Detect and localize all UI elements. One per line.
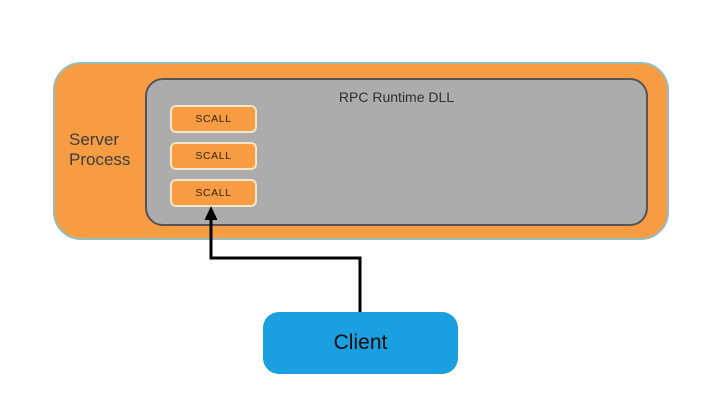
scall-box-3: SCALL (170, 179, 257, 207)
scall-box-1-label: SCALL (195, 113, 232, 125)
client-box: Client (263, 312, 458, 374)
scall-box-1: SCALL (170, 105, 257, 133)
scall-box-3-label: SCALL (195, 187, 232, 199)
server-process-label: Server Process (69, 130, 131, 170)
server-process-box: Server Process RPC Runtime DLL SCALL SCA… (53, 62, 669, 240)
rpc-runtime-dll-title: RPC Runtime DLL (338, 89, 455, 105)
rpc-runtime-dll-box: RPC Runtime DLL SCALL SCALL SCALL (145, 78, 648, 226)
scall-box-2-label: SCALL (195, 150, 232, 162)
client-label: Client (333, 331, 388, 354)
scall-box-2: SCALL (170, 142, 257, 170)
